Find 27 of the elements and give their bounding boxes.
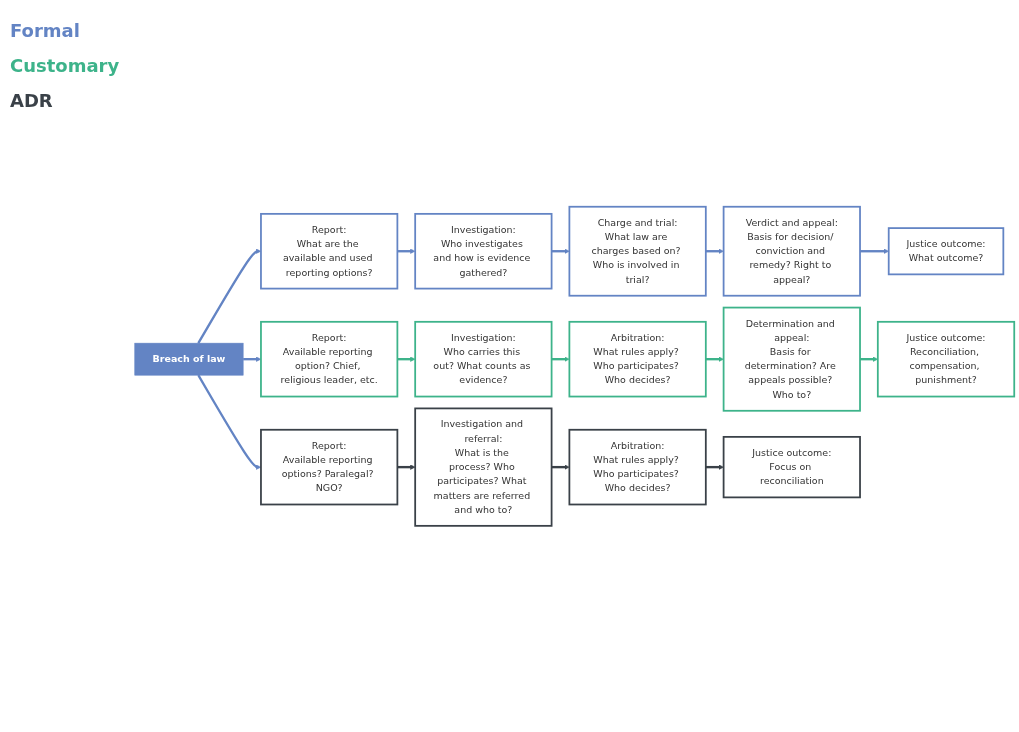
node-box: Verdict and appeal: Basis for decision/ conviction and remedy? Right to appeal? <box>722 205 861 297</box>
arrow <box>551 464 570 470</box>
row-heading: Formal <box>10 20 81 41</box>
row-heading: ADR <box>10 90 54 111</box>
arrow <box>705 464 724 470</box>
node-box: Justice outcome: What outcome? <box>887 226 1005 275</box>
arrow <box>397 356 416 362</box>
node-box: Breach of law <box>134 342 244 376</box>
arrow <box>860 248 889 254</box>
node-box: Report: Available reporting option? Chief, religious leader, etc. <box>260 320 399 398</box>
node-box: Determination and appeal: Basis for determination? Are appeals possible? Who to? <box>722 306 861 412</box>
node-box: Charge and trial: What law are charges based on? Who is involved in trial? <box>568 205 707 297</box>
arrow <box>397 248 416 254</box>
node-box: Investigation: Who carries this out? What counts as evidence? <box>414 320 553 398</box>
node-box: Report: Available reporting options? Paralegal? NGO? <box>260 428 399 506</box>
node-box: Justice outcome: Focus on reconciliation <box>722 435 861 498</box>
node-box: Investigation and referral: What is the process? Who participates? What matters are referred and who to? <box>414 407 553 527</box>
node-box: Justice outcome: Reconciliation, compensation, punishment? <box>876 320 1016 398</box>
node-box: Report: What are the available and used reporting options? <box>260 212 399 290</box>
arrow <box>551 356 570 362</box>
row-heading: Customary <box>10 55 120 76</box>
arrow <box>551 248 570 254</box>
node-box: Investigation: Who investigates and how is evidence gathered? <box>414 212 553 290</box>
arrow <box>705 356 724 362</box>
node-box: Arbitration: What rules apply? Who participates? Who decides? <box>568 428 707 506</box>
arrow <box>705 248 724 254</box>
node-box: Arbitration: What rules apply? Who participates? Who decides? <box>568 320 707 398</box>
